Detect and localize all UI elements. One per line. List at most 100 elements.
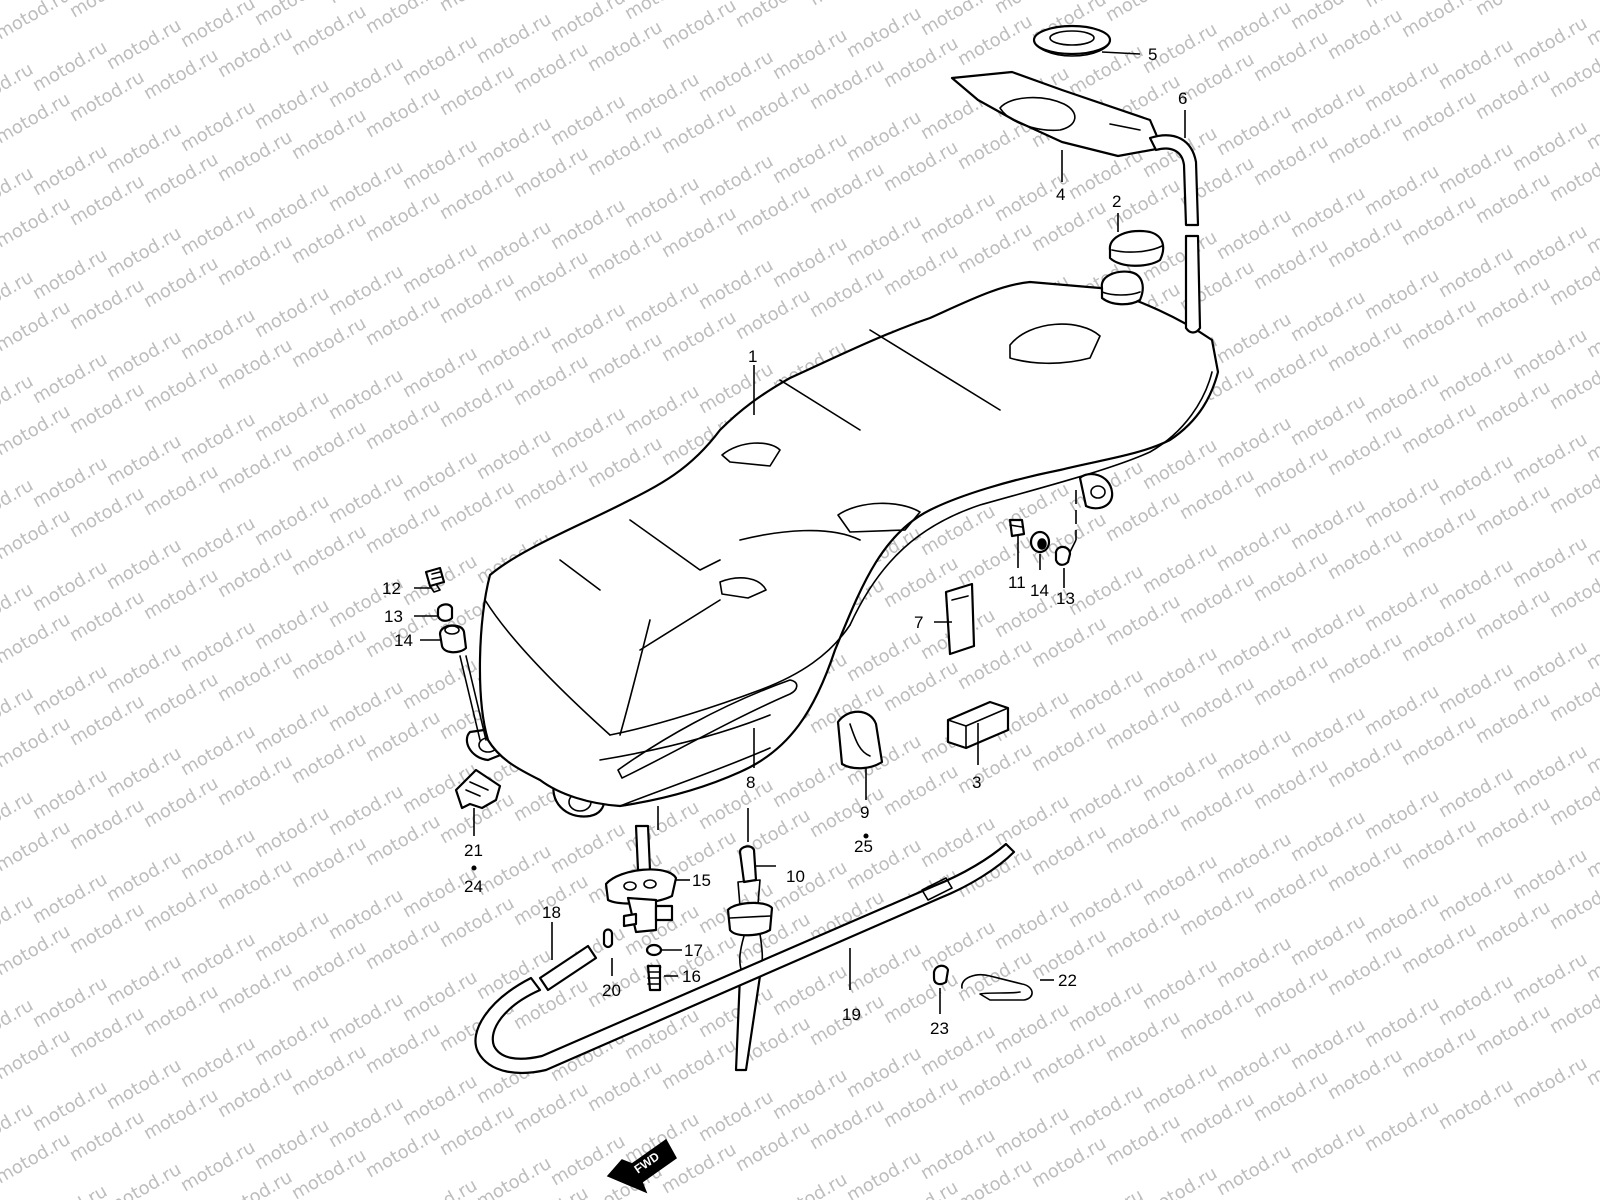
watermark-text: motod.ru	[547, 91, 629, 150]
watermark-text: motod.ru	[1361, 577, 1443, 636]
watermark-text: motod.ru	[1028, 613, 1110, 672]
bolt-left	[424, 566, 446, 593]
watermark-text: motod.ru	[1472, 689, 1554, 748]
watermark-text: motod.ru	[658, 1035, 740, 1094]
callout-12: 12	[382, 579, 401, 598]
watermark-text: motod.ru	[1398, 711, 1480, 770]
watermark-text: motod.ru	[214, 751, 296, 810]
watermark-text: motod.ru	[177, 409, 259, 468]
watermark-text: motod.ru	[806, 783, 888, 842]
watermark-text: motod.ru	[103, 639, 185, 698]
watermark-text: motod.ru	[177, 617, 259, 676]
watermark-text: motod.ru	[1250, 651, 1332, 710]
watermark-text: motod.ru	[769, 1065, 851, 1124]
watermark-text: motod.ru	[880, 137, 962, 196]
watermark-text: motod.ru	[1065, 665, 1147, 724]
watermark-text: motod.ru	[214, 543, 296, 602]
collar-right	[1054, 545, 1072, 566]
watermark-text: motod.ru	[547, 299, 629, 358]
watermark-text: motod.ru	[1398, 815, 1480, 874]
watermark-text: motod.ru	[769, 857, 851, 916]
watermark-text: motod.ru	[140, 45, 222, 104]
watermark-text: motod.ru	[0, 921, 74, 980]
watermark-text: motod.ru	[288, 1, 370, 60]
watermark-text: motod.ru	[1361, 369, 1443, 428]
callout-21: 21	[464, 841, 483, 860]
watermark-text: motod.ru	[29, 869, 111, 928]
watermark-text: motod.ru	[1472, 1001, 1554, 1060]
watermark-text: motod.ru	[140, 149, 222, 208]
watermark-text: motod.ru	[1509, 1053, 1591, 1112]
watermark-text: motod.ru	[880, 33, 962, 92]
watermark-text: motod.ru	[29, 557, 111, 616]
watermark-text: motod.ru	[1398, 503, 1480, 562]
watermark-text: motod.ru	[288, 209, 370, 268]
watermark-text: motod.ru	[1435, 451, 1517, 510]
watermark-text: motod.ru	[103, 223, 185, 282]
watermark-text: motod.ru	[251, 1115, 333, 1174]
watermark-text: motod.ru	[1509, 117, 1591, 176]
drain-hose	[474, 842, 1016, 1075]
watermark-text: motod.ru	[1583, 199, 1600, 258]
watermark-text: motod.ru	[584, 329, 666, 388]
callout-10: 10	[786, 867, 805, 886]
watermark-text: motod.ru	[1287, 495, 1369, 554]
watermark-text: motod.ru	[1398, 191, 1480, 250]
watermark-text: motod.ru	[1250, 235, 1332, 294]
watermark-text: motod.ru	[806, 263, 888, 322]
watermark-text: motod.ru	[177, 721, 259, 780]
callout-1: 1	[748, 347, 757, 366]
watermark-text: motod.ru	[1028, 821, 1110, 880]
watermark-text: motod.ru	[584, 225, 666, 284]
clip-20	[602, 928, 614, 949]
watermark-text: motod.ru	[66, 1107, 148, 1166]
watermark-text: motod.ru	[1398, 399, 1480, 458]
watermark-text: motod.ru	[140, 1085, 222, 1144]
watermark-text: motod.ru	[1287, 79, 1369, 138]
watermark-text: motod.ru	[769, 233, 851, 292]
watermark-text: motod.ru	[510, 143, 592, 202]
watermark-text: motod.ru	[140, 981, 222, 1040]
watermark-text: motod.ru	[399, 31, 481, 90]
watermark-text: motod.ru	[1102, 903, 1184, 962]
watermark-text: motod.ru	[991, 895, 1073, 954]
watermark-text: motod.ru	[362, 915, 444, 974]
watermark-text: motod.ru	[1509, 221, 1591, 280]
watermark-text: motod.ru	[1250, 27, 1332, 86]
watermark-text: motod.ru	[584, 433, 666, 492]
watermark-text: motod.ru	[288, 417, 370, 476]
watermark-text: motod.ru	[1287, 807, 1369, 866]
watermark-text: motod.ru	[66, 483, 148, 542]
watermark-text: motod.ru	[843, 1043, 925, 1102]
watermark-text: motod.ru	[66, 171, 148, 230]
watermark-text: motod.ru	[177, 825, 259, 884]
watermark-text: motod.ru	[1213, 1037, 1295, 1096]
watermark-text: motod.ru	[436, 61, 518, 120]
watermark-text: motod.ru	[1139, 1163, 1221, 1200]
watermark-text: motod.ru	[140, 357, 222, 416]
watermark-text: motod.ru	[1213, 101, 1295, 160]
watermark-text: motod.ru	[251, 803, 333, 862]
watermark-text: motod.ru	[362, 1019, 444, 1078]
watermark-text: motod.ru	[0, 401, 74, 460]
watermark-text: motod.ru	[1287, 703, 1369, 762]
watermark-text: motod.ru	[621, 173, 703, 232]
callout-8: 8	[746, 773, 755, 792]
watermark-text: motod.ru	[1065, 873, 1147, 932]
watermark-text: motod.ru	[436, 1101, 518, 1160]
watermark-text: motod.ru	[732, 181, 814, 240]
watermark-text: motod.ru	[362, 499, 444, 558]
watermark-text: motod.ru	[288, 105, 370, 164]
watermark-text: motod.ru	[1213, 413, 1295, 472]
watermark-text: motod.ru	[1509, 845, 1591, 904]
watermark-text: motod.ru	[66, 795, 148, 854]
watermark-text: motod.ru	[399, 967, 481, 1026]
watermark-text: motod.ru	[510, 455, 592, 514]
callout-2: 2	[1112, 192, 1121, 211]
watermark-text: motod.ru	[621, 69, 703, 128]
watermark-text: motod.ru	[1361, 889, 1443, 948]
watermark-text: motod.ru	[510, 351, 592, 410]
watermark-text: motod.ru	[1509, 429, 1591, 488]
watermark-text: motod.ru	[991, 999, 1073, 1058]
watermark-text: motod.ru	[1176, 777, 1258, 836]
